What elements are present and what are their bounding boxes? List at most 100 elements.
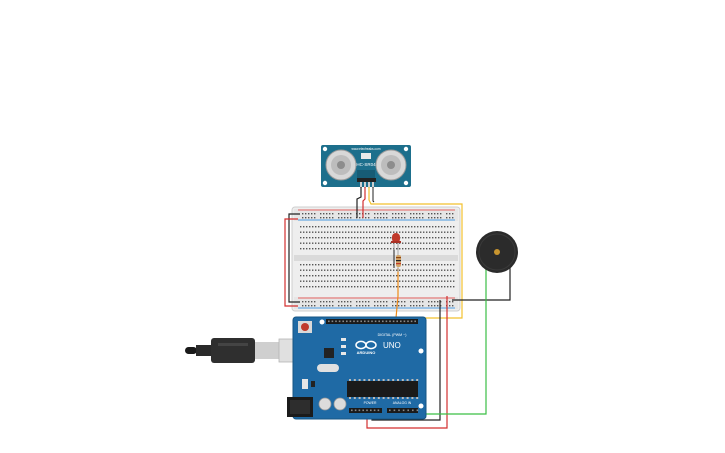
breadboard-hole[interactable] [435, 226, 437, 228]
breadboard-hole[interactable] [413, 213, 415, 215]
breadboard-hole[interactable] [428, 217, 430, 219]
breadboard-hole[interactable] [330, 248, 332, 250]
breadboard-hole[interactable] [444, 231, 446, 233]
breadboard-hole[interactable] [434, 217, 436, 219]
breadboard-hole[interactable] [428, 213, 430, 215]
breadboard-hole[interactable] [318, 280, 320, 282]
breadboard-hole[interactable] [333, 280, 335, 282]
breadboard-hole[interactable] [384, 248, 386, 250]
breadboard-hole[interactable] [408, 264, 410, 266]
breadboard-hole[interactable] [426, 286, 428, 288]
breadboard-hole[interactable] [351, 264, 353, 266]
breadboard-hole[interactable] [423, 275, 425, 277]
breadboard-hole[interactable] [345, 248, 347, 250]
breadboard-hole[interactable] [330, 275, 332, 277]
digital-pin[interactable] [389, 320, 391, 323]
breadboard-hole[interactable] [314, 213, 316, 215]
breadboard-hole[interactable] [369, 286, 371, 288]
breadboard-hole[interactable] [357, 275, 359, 277]
breadboard-hole[interactable] [381, 237, 383, 239]
breadboard-hole[interactable] [368, 213, 370, 215]
digital-pin[interactable] [385, 320, 388, 323]
resistor[interactable] [396, 250, 401, 272]
breadboard-hole[interactable] [395, 301, 397, 303]
breadboard-hole[interactable] [399, 226, 401, 228]
breadboard-hole[interactable] [339, 264, 341, 266]
breadboard-hole[interactable] [339, 237, 341, 239]
breadboard-hole[interactable] [348, 269, 350, 271]
breadboard-hole[interactable] [378, 242, 380, 244]
breadboard-hole[interactable] [440, 301, 442, 303]
breadboard-hole[interactable] [315, 275, 317, 277]
breadboard-hole[interactable] [411, 242, 413, 244]
breadboard-hole[interactable] [378, 237, 380, 239]
breadboard-hole[interactable] [450, 264, 452, 266]
breadboard-hole[interactable] [369, 275, 371, 277]
breadboard-hole[interactable] [327, 264, 329, 266]
breadboard-hole[interactable] [312, 226, 314, 228]
breadboard-hole[interactable] [402, 226, 404, 228]
breadboard-hole[interactable] [453, 231, 455, 233]
breadboard-hole[interactable] [413, 217, 415, 219]
red-led[interactable] [391, 233, 401, 250]
breadboard-hole[interactable] [390, 226, 392, 228]
breadboard-hole[interactable] [372, 248, 374, 250]
breadboard-hole[interactable] [369, 264, 371, 266]
breadboard-hole[interactable] [437, 305, 439, 307]
breadboard-hole[interactable] [348, 286, 350, 288]
breadboard-hole[interactable] [345, 269, 347, 271]
breadboard-hole[interactable] [348, 242, 350, 244]
breadboard-hole[interactable] [392, 305, 394, 307]
breadboard-hole[interactable] [320, 217, 322, 219]
breadboard-hole[interactable] [423, 242, 425, 244]
breadboard-hole[interactable] [318, 242, 320, 244]
breadboard-hole[interactable] [440, 305, 442, 307]
breadboard-hole[interactable] [372, 280, 374, 282]
breadboard-hole[interactable] [378, 275, 380, 277]
breadboard-hole[interactable] [308, 217, 310, 219]
breadboard[interactable] [291, 206, 461, 312]
breadboard-hole[interactable] [383, 217, 385, 219]
breadboard-hole[interactable] [429, 286, 431, 288]
breadboard-hole[interactable] [441, 264, 443, 266]
breadboard-hole[interactable] [429, 269, 431, 271]
breadboard-hole[interactable] [381, 275, 383, 277]
breadboard-hole[interactable] [369, 248, 371, 250]
breadboard-hole[interactable] [423, 280, 425, 282]
breadboard-hole[interactable] [339, 242, 341, 244]
breadboard-hole[interactable] [357, 269, 359, 271]
breadboard-hole[interactable] [384, 242, 386, 244]
breadboard-hole[interactable] [303, 280, 305, 282]
breadboard-hole[interactable] [360, 242, 362, 244]
breadboard-hole[interactable] [447, 237, 449, 239]
breadboard-hole[interactable] [420, 231, 422, 233]
breadboard-hole[interactable] [446, 217, 448, 219]
breadboard-hole[interactable] [420, 280, 422, 282]
breadboard-hole[interactable] [453, 275, 455, 277]
breadboard-hole[interactable] [314, 217, 316, 219]
breadboard-hole[interactable] [396, 269, 398, 271]
breadboard-hole[interactable] [369, 226, 371, 228]
digital-pin[interactable] [371, 320, 373, 323]
breadboard-hole[interactable] [432, 264, 434, 266]
breadboard-hole[interactable] [419, 213, 421, 215]
breadboard-hole[interactable] [314, 301, 316, 303]
breadboard-hole[interactable] [404, 213, 406, 215]
breadboard-hole[interactable] [321, 275, 323, 277]
digital-pin[interactable] [392, 320, 395, 323]
breadboard-hole[interactable] [374, 217, 376, 219]
breadboard-hole[interactable] [342, 269, 344, 271]
breadboard-hole[interactable] [303, 275, 305, 277]
breadboard-hole[interactable] [396, 275, 398, 277]
analog-pin[interactable] [393, 409, 396, 412]
wire-yellow-echo[interactable] [368, 187, 463, 319]
breadboard-hole[interactable] [435, 275, 437, 277]
breadboard-hole[interactable] [447, 226, 449, 228]
breadboard-hole[interactable] [318, 264, 320, 266]
breadboard-hole[interactable] [435, 248, 437, 250]
breadboard-hole[interactable] [398, 305, 400, 307]
breadboard-hole[interactable] [390, 242, 392, 244]
breadboard-hole[interactable] [336, 280, 338, 282]
breadboard-hole[interactable] [366, 242, 368, 244]
breadboard-hole[interactable] [402, 286, 404, 288]
